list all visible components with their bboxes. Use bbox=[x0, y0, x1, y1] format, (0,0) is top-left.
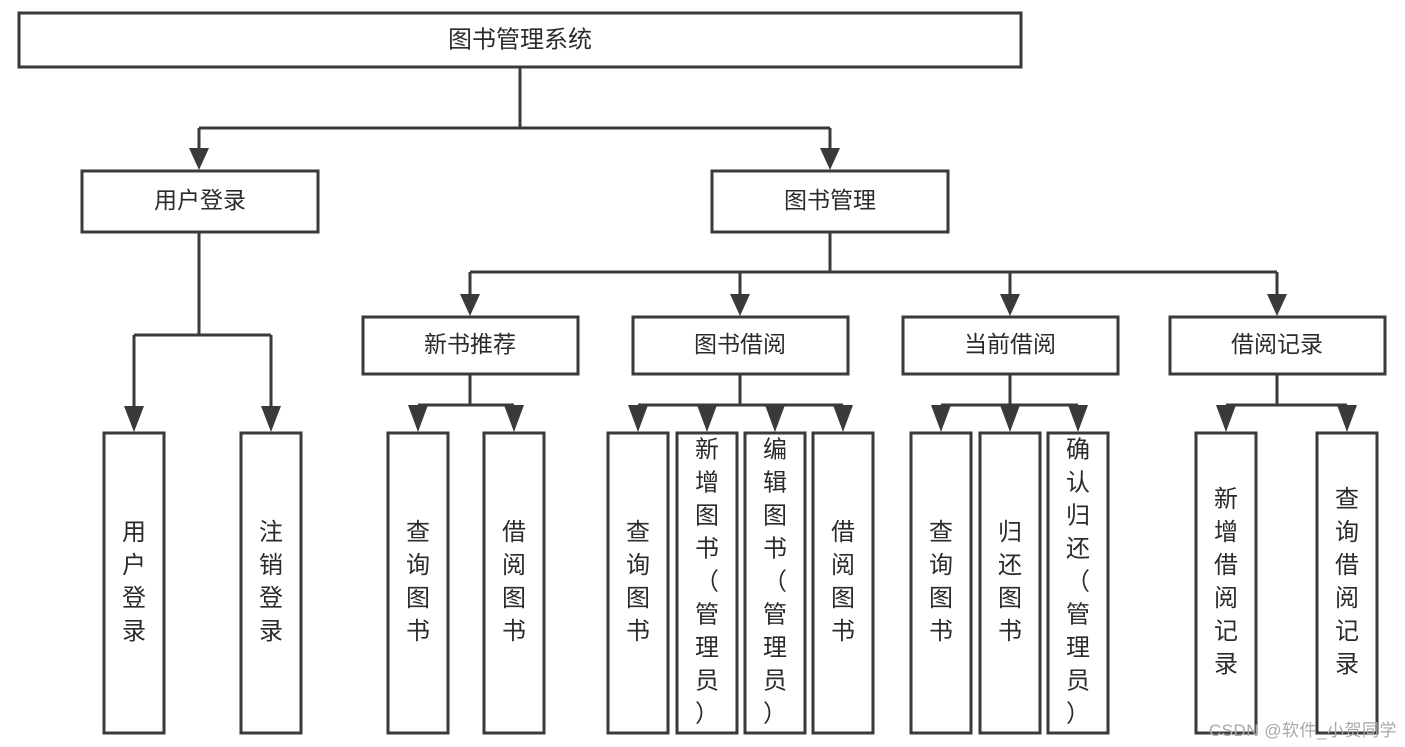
leaf-book-borrow-4[interactable]: 借阅图书 bbox=[811, 431, 875, 735]
leaf-user-login-2-label: 注销登录 bbox=[259, 519, 283, 645]
arrow-book-borrow-leaf-2 bbox=[697, 405, 717, 432]
node-root-label: 图书管理系统 bbox=[448, 26, 592, 53]
leaf-book-borrow-2-label: 新增图书（管理员） bbox=[695, 436, 719, 727]
arrow-root-to-book-manage bbox=[820, 148, 840, 170]
leaf-current-borrow-3-label: 确认归还（管理员） bbox=[1066, 436, 1090, 727]
node-book-manage[interactable]: 图书管理 bbox=[710, 169, 950, 234]
node-book-borrow-box[interactable] bbox=[631, 315, 850, 376]
leaf-current-borrow-3-box[interactable] bbox=[1046, 431, 1110, 735]
node-root-box[interactable] bbox=[17, 11, 1023, 69]
leaf-current-borrow-3[interactable]: 确认归还（管理员） bbox=[1046, 431, 1110, 735]
leaf-book-borrow-3[interactable]: 编辑图书（管理员） bbox=[743, 431, 807, 735]
leaf-borrow-record-1-box[interactable] bbox=[1194, 431, 1258, 735]
arrow-user-login-leaf-2 bbox=[261, 406, 281, 432]
node-borrow-record[interactable]: 借阅记录 bbox=[1168, 315, 1387, 376]
node-new-book-recommend[interactable]: 新书推荐 bbox=[361, 315, 580, 376]
node-borrow-record-label: 借阅记录 bbox=[1231, 331, 1323, 357]
arrow-new-book-leaf-1 bbox=[408, 405, 428, 432]
leaf-current-borrow-2-box[interactable] bbox=[978, 431, 1042, 735]
node-book-manage-label: 图书管理 bbox=[784, 187, 876, 213]
arrow-root-to-user-login bbox=[189, 148, 209, 170]
arrow-borrow-record-leaf-1 bbox=[1216, 405, 1236, 432]
arrow-to-new-book-recommend bbox=[460, 294, 480, 316]
arrow-to-borrow-record bbox=[1267, 294, 1287, 316]
node-book-borrow[interactable]: 图书借阅 bbox=[631, 315, 850, 376]
leaf-book-borrow-4-box[interactable] bbox=[811, 431, 875, 735]
node-book-manage-box[interactable] bbox=[710, 169, 950, 234]
node-book-borrow-label: 图书借阅 bbox=[694, 331, 786, 357]
node-new-book-recommend-box[interactable] bbox=[361, 315, 580, 376]
node-current-borrow-label: 当前借阅 bbox=[964, 331, 1056, 357]
leaf-book-borrow-1-label: 查询图书 bbox=[626, 519, 650, 645]
node-current-borrow[interactable]: 当前借阅 bbox=[901, 315, 1120, 376]
arrow-new-book-leaf-2 bbox=[504, 405, 524, 432]
leaf-new-book-2-label: 借阅图书 bbox=[502, 519, 526, 645]
node-root[interactable]: 图书管理系统 bbox=[17, 11, 1023, 69]
leaf-new-book-2-box[interactable] bbox=[482, 431, 546, 735]
arrow-current-borrow-leaf-1 bbox=[931, 405, 951, 432]
leaf-book-borrow-1-box[interactable] bbox=[606, 431, 670, 735]
arrow-current-borrow-leaf-3 bbox=[1068, 405, 1088, 432]
leaf-borrow-record-1-label: 新增借阅记录 bbox=[1214, 486, 1238, 678]
leaf-current-borrow-1-label: 查询图书 bbox=[929, 519, 953, 645]
arrow-current-borrow-leaf-2 bbox=[1000, 405, 1020, 432]
leaf-user-login-1-box[interactable] bbox=[102, 431, 166, 735]
arrow-user-login-leaf-1 bbox=[124, 406, 144, 432]
leaf-borrow-record-2[interactable]: 查询借阅记录 bbox=[1315, 431, 1379, 735]
leaf-current-borrow-1[interactable]: 查询图书 bbox=[909, 431, 973, 735]
node-user-login[interactable]: 用户登录 bbox=[80, 169, 320, 234]
node-user-login-box[interactable] bbox=[80, 169, 320, 234]
arrow-book-borrow-leaf-3 bbox=[765, 405, 785, 432]
arrow-to-book-borrow bbox=[730, 294, 750, 316]
leaf-new-book-2[interactable]: 借阅图书 bbox=[482, 431, 546, 735]
leaf-book-borrow-3-label: 编辑图书（管理员） bbox=[763, 436, 787, 727]
leaf-borrow-record-2-label: 查询借阅记录 bbox=[1335, 486, 1359, 678]
leaf-new-book-1-label: 查询图书 bbox=[406, 519, 430, 645]
leaf-current-borrow-2-label: 归还图书 bbox=[998, 519, 1022, 645]
leaf-borrow-record-1[interactable]: 新增借阅记录 bbox=[1194, 431, 1258, 735]
leaf-user-login-2-box[interactable] bbox=[239, 431, 303, 735]
leaf-user-login-2[interactable]: 注销登录 bbox=[239, 431, 303, 735]
node-current-borrow-box[interactable] bbox=[901, 315, 1120, 376]
arrow-borrow-record-leaf-2 bbox=[1337, 405, 1357, 432]
node-user-login-label: 用户登录 bbox=[154, 187, 246, 213]
leaf-new-book-1[interactable]: 查询图书 bbox=[386, 431, 450, 735]
leaf-book-borrow-3-box[interactable] bbox=[743, 431, 807, 735]
leaf-book-borrow-2[interactable]: 新增图书（管理员） bbox=[675, 431, 739, 735]
node-new-book-recommend-label: 新书推荐 bbox=[424, 331, 516, 357]
arrow-to-current-borrow bbox=[1000, 294, 1020, 316]
leaf-current-borrow-1-box[interactable] bbox=[909, 431, 973, 735]
arrow-book-borrow-leaf-4 bbox=[833, 405, 853, 432]
leaf-book-borrow-4-label: 借阅图书 bbox=[831, 519, 855, 645]
leaf-book-borrow-2-box[interactable] bbox=[675, 431, 739, 735]
connector-layer bbox=[124, 67, 1357, 432]
leaf-book-borrow-1[interactable]: 查询图书 bbox=[606, 431, 670, 735]
leaf-borrow-record-2-box[interactable] bbox=[1315, 431, 1379, 735]
leaf-current-borrow-2[interactable]: 归还图书 bbox=[978, 431, 1042, 735]
arrow-book-borrow-leaf-1 bbox=[628, 405, 648, 432]
node-borrow-record-box[interactable] bbox=[1168, 315, 1387, 376]
leaf-user-login-1[interactable]: 用户登录 bbox=[102, 431, 166, 735]
leaf-user-login-1-label: 用户登录 bbox=[122, 519, 146, 645]
leaf-new-book-1-box[interactable] bbox=[386, 431, 450, 735]
